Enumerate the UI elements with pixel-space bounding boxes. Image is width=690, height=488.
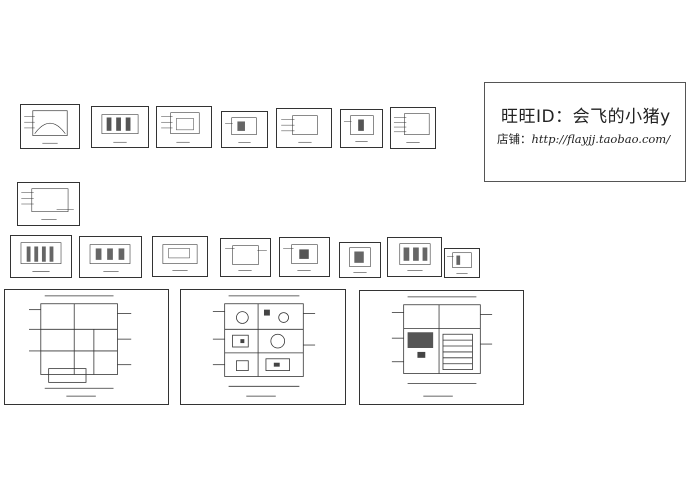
floor-plan-sheet-3 xyxy=(359,290,524,405)
shop-url: http://flayjj.taobao.com/ xyxy=(531,132,671,146)
drawing-sheet-8 xyxy=(17,182,80,226)
drawing-sheet-1 xyxy=(20,104,80,149)
drawing-sheet-11 xyxy=(152,236,208,277)
floor-plan-sheet-2 xyxy=(180,289,346,405)
drawing-sheet-16 xyxy=(444,248,480,278)
drawing-sheet-12 xyxy=(220,238,271,277)
drawing-sheet-14 xyxy=(339,242,381,278)
shop-line: 店铺：http://flayjj.taobao.com/ xyxy=(497,131,670,147)
drawing-sheet-4 xyxy=(221,111,268,148)
drawing-sheet-5 xyxy=(276,108,332,148)
drawing-sheet-10 xyxy=(79,236,142,278)
drawing-sheet-6 xyxy=(340,109,383,148)
drawing-sheet-13 xyxy=(279,237,330,277)
shop-label: 店铺： xyxy=(497,132,532,146)
drawing-sheet-7 xyxy=(390,107,436,149)
drawing-sheet-15 xyxy=(387,237,442,277)
floor-plan-sheet-1 xyxy=(4,289,169,405)
drawing-sheet-3 xyxy=(156,106,212,148)
drawing-sheet-9 xyxy=(10,235,72,278)
shop-info-box: 旺旺ID：会飞的小猪y 店铺：http://flayjj.taobao.com/ xyxy=(484,82,686,182)
drawing-sheet-2 xyxy=(91,106,149,148)
wangwang-id-title: 旺旺ID：会飞的小猪y xyxy=(501,107,671,127)
